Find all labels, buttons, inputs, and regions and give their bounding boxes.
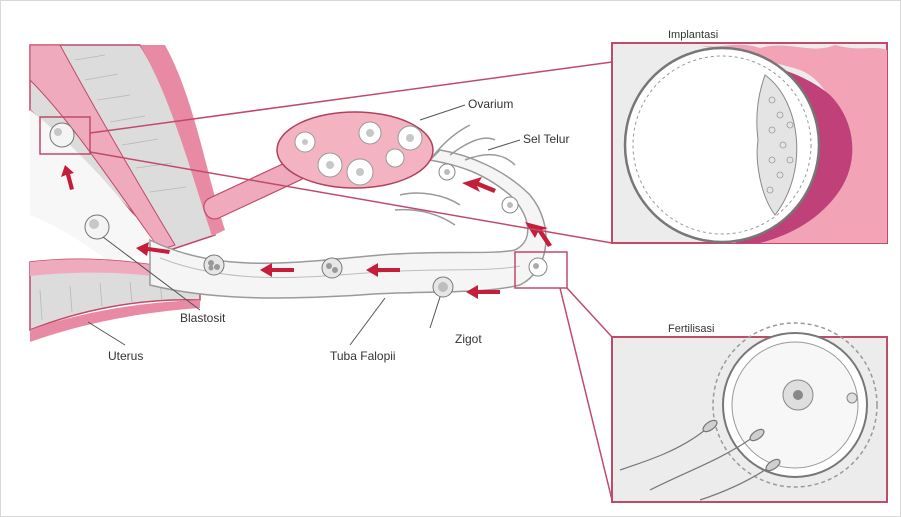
morula-2 (204, 255, 224, 275)
fertilized-egg (529, 258, 547, 276)
implantation-inset: Implantasi (612, 29, 887, 243)
egg-cell-label: Sel Telur (523, 132, 569, 146)
ovarium-label: Ovarium (468, 97, 513, 111)
zygote-label: Zigot (455, 332, 482, 346)
uterus (30, 45, 225, 342)
polar-body (847, 393, 857, 403)
fertilization-inset: Fertilisasi (612, 323, 887, 502)
morula-1 (322, 258, 342, 278)
implanted-blastocyst (50, 123, 74, 147)
blastocyst-label: Blastosit (180, 311, 226, 325)
fertilization-label: Fertilisasi (668, 323, 714, 335)
implantation-label: Implantasi (668, 29, 718, 41)
uterus-label: Uterus (108, 349, 143, 363)
zygote (433, 277, 453, 297)
blastocyst (85, 215, 109, 239)
egg-cell-in-tube (439, 164, 455, 180)
egg-cell-in-tube-2 (502, 197, 518, 213)
fallopian-tube-label: Tuba Falopii (330, 349, 396, 363)
